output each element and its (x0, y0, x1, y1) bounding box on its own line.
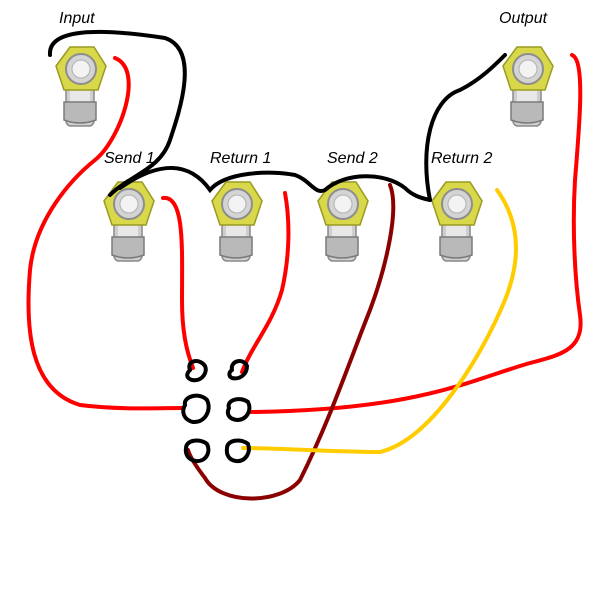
wire-black-input-send1 (47, 29, 187, 197)
wire-black-output (424, 53, 507, 202)
jack-send-2 (317, 181, 369, 262)
audio-jack-icon (317, 181, 369, 262)
switch-lug-icon (181, 393, 211, 424)
wire-red-send1-switch (161, 195, 195, 370)
audio-jack-icon (502, 46, 554, 127)
wire-darkred-send2-switch (186, 183, 396, 501)
switch-lug-icon (183, 438, 211, 464)
label-send-2: Send 2 (327, 150, 378, 167)
jack-input (55, 46, 107, 127)
jack-return-2 (431, 181, 483, 262)
wire-red-return1-switch (240, 191, 291, 374)
audio-jack-icon (431, 181, 483, 262)
label-send-1: Send 1 (104, 150, 155, 167)
switch-lugs (181, 359, 252, 464)
label-return-1: Return 1 (210, 150, 272, 167)
audio-jack-icon (211, 181, 263, 262)
wire-red-output-switch (248, 53, 583, 414)
switch-lug-icon (227, 359, 250, 381)
jack-output (502, 46, 554, 127)
label-return-2: Return 2 (431, 150, 493, 167)
jack-return-1 (211, 181, 263, 262)
label-output: Output (499, 10, 548, 27)
label-input: Input (59, 10, 95, 27)
wire-yellow-return2-switch (241, 188, 518, 455)
switch-lug-icon (225, 397, 252, 423)
wire-black-chain (118, 166, 432, 202)
wire-red-input-switch (26, 56, 184, 411)
audio-jack-icon (55, 46, 107, 127)
switch-lug-icon (224, 438, 251, 464)
switch-lug-icon (185, 359, 208, 383)
